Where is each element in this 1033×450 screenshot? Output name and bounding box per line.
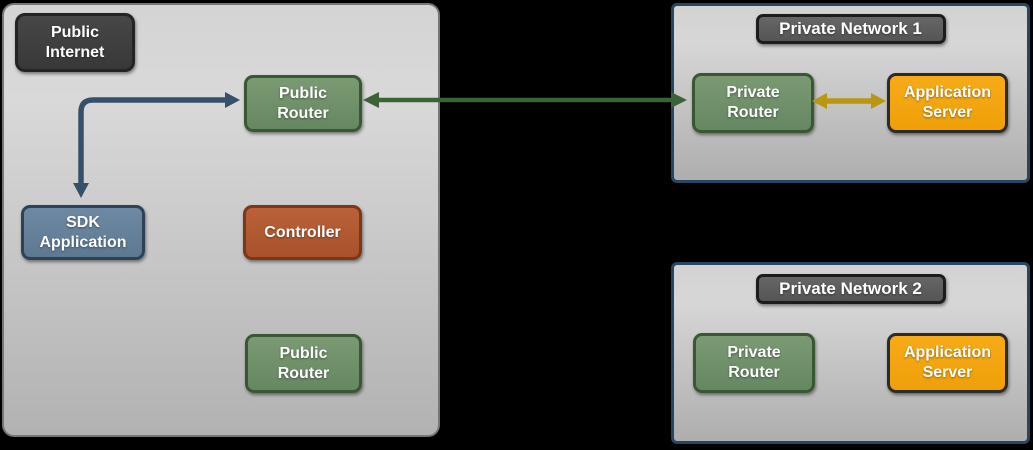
node-private-router-1: Private Router — [692, 73, 814, 133]
node-private-router-2: Private Router — [693, 333, 815, 393]
private-network-2-zone: Private Network 2 Private Router Applica… — [671, 262, 1030, 444]
node-application-server-2: Application Server — [887, 333, 1008, 393]
node-sdk-application: SDK Application — [21, 205, 145, 260]
private-network-1-title: Private Network 1 — [755, 14, 946, 44]
node-controller: Controller — [243, 205, 362, 260]
private-network-2-title: Private Network 2 — [755, 274, 946, 304]
private-network-1-zone: Private Network 1 Private Router Applica… — [671, 3, 1030, 183]
public-internet-label: Public Internet — [15, 13, 135, 72]
node-public-router-top: Public Router — [244, 75, 362, 132]
public-internet-zone: Public Internet Public Router SDK Applic… — [2, 3, 440, 437]
node-application-server-1: Application Server — [887, 73, 1008, 133]
node-public-router-bottom: Public Router — [245, 334, 362, 393]
